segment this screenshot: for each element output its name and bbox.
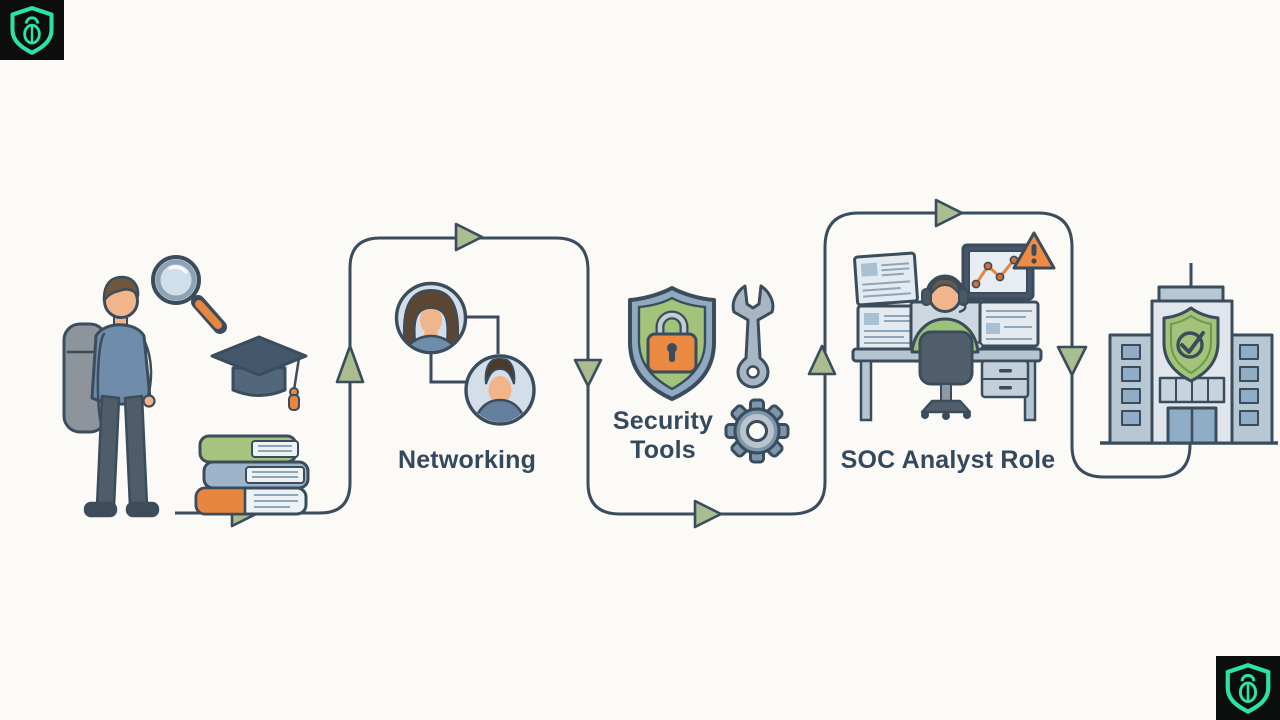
shield-bug-icon: [1225, 663, 1271, 714]
arrow-down-1: [573, 358, 603, 388]
arrow-up-1: [335, 344, 365, 384]
arrow-right-3: [693, 499, 723, 529]
arrow-down-2: [1056, 345, 1088, 377]
arrow-right-4: [934, 198, 964, 228]
magnifying-glass-icon: [151, 255, 227, 334]
flow-arrows: [230, 198, 1088, 529]
education-stage: [62, 255, 310, 518]
connector-elbow-lines: [429, 315, 500, 384]
watermark-logo-top-left: [0, 0, 64, 60]
employer-stage: [1100, 263, 1278, 445]
watermark-logo-bottom-right: [1216, 656, 1280, 720]
shield-bug-icon: [10, 6, 54, 55]
graduation-cap-icon: [210, 335, 308, 411]
headset-icon: [921, 274, 969, 314]
flow-path: [175, 211, 1192, 516]
soc-analyst-stage: [851, 231, 1056, 422]
stage-label-networking: Networking: [397, 446, 537, 474]
student-with-backpack-icon: [62, 275, 160, 518]
shield-lock-icon: [628, 286, 716, 401]
flow-line: [175, 211, 1192, 516]
alert-triangle-icon: [1012, 231, 1056, 270]
office-chair-icon: [918, 330, 974, 420]
arrow-up-2: [807, 344, 837, 376]
shield-check-icon: [1162, 306, 1220, 383]
male-avatar-icon: [464, 354, 536, 426]
security-tools-stage: [628, 284, 790, 464]
networking-stage: [394, 281, 536, 426]
book-stack-icon: [194, 434, 310, 516]
arrow-right-2: [454, 222, 484, 252]
gear-icon: [724, 398, 790, 464]
stage-label-soc-analyst-role: SOC Analyst Role: [840, 446, 1056, 474]
wrench-icon: [731, 284, 775, 389]
female-avatar-icon: [394, 281, 468, 355]
stage-label-security-tools: Security Tools: [612, 407, 714, 464]
